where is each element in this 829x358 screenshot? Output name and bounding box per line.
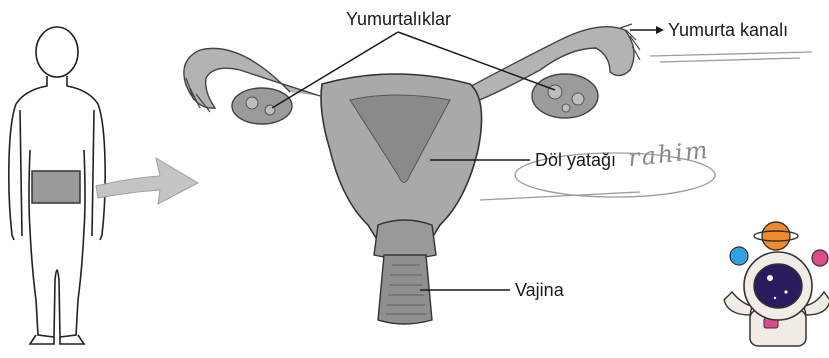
- label-fallopian-tube: Yumurta kanalı: [668, 21, 788, 39]
- tube-arrow-head: [656, 26, 664, 34]
- reproductive-organ-illustration: [184, 24, 640, 324]
- label-vagina: Vajina: [515, 281, 564, 299]
- label-ovaries: Yumurtalıklar: [346, 10, 451, 28]
- pointer-arrow: [96, 158, 198, 204]
- pelvis-highlight-box: [32, 171, 80, 203]
- astronaut-mascot: [724, 222, 829, 346]
- label-uterus: Döl yatağı: [535, 151, 616, 169]
